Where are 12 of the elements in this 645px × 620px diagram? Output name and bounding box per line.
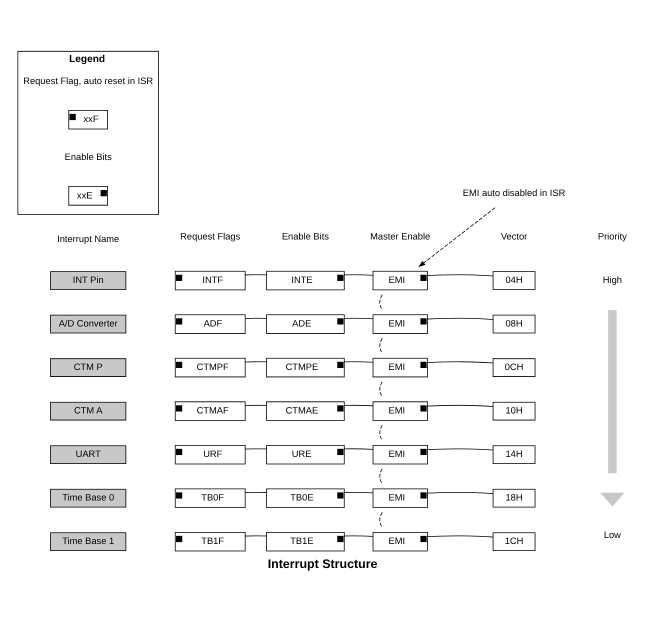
label: Priority <box>598 230 627 241</box>
label: Master Enable <box>370 230 430 241</box>
label: Enable Bits <box>282 230 329 241</box>
label: Vector <box>500 230 528 241</box>
label: Request Flags <box>180 230 240 241</box>
caption: Interrupt Structure <box>268 556 378 570</box>
node-text: EMI auto disabled in ISR <box>462 187 566 198</box>
legend-label: Enable Bits <box>64 152 112 162</box>
label: High <box>602 274 622 284</box>
label: Interrupt Name <box>57 233 120 244</box>
legend-label: Request Flag, auto reset in ISR <box>23 76 154 86</box>
label: Low <box>604 529 621 540</box>
